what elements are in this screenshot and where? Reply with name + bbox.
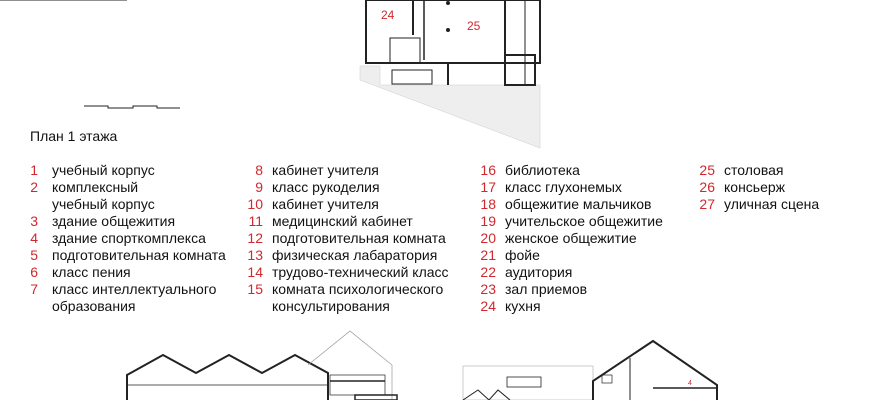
legend-label: трудово-технический класс bbox=[272, 264, 449, 280]
scale-bar bbox=[84, 105, 180, 109]
legend-number: 10 bbox=[247, 196, 263, 212]
legend-label: кабинет учителя bbox=[272, 162, 379, 178]
room-label-25: 25 bbox=[467, 19, 481, 33]
legend-item: 26 консьерж bbox=[694, 179, 819, 196]
legend-item: 2 комплексный учебный корпус bbox=[22, 179, 226, 213]
legend-number: 6 bbox=[30, 264, 38, 280]
legend-label: здание общежития bbox=[52, 213, 176, 229]
legend-label: подготовительная комната bbox=[272, 230, 446, 246]
legend-label: столовая bbox=[724, 162, 784, 178]
legend-number: 18 bbox=[480, 196, 496, 212]
legend-number: 23 bbox=[480, 281, 496, 297]
legend-label: класс рукоделия bbox=[272, 179, 380, 195]
legend-label: медицинский кабинет bbox=[272, 213, 413, 229]
legend-item: 7 класс интеллектуального образования bbox=[22, 281, 226, 315]
legend-number: 8 bbox=[255, 162, 263, 178]
legend-label: здание спорткомплекса bbox=[52, 230, 206, 246]
legend-item: 21 фойе bbox=[475, 247, 663, 264]
legend-item: 13 физическая лабаратория bbox=[240, 247, 449, 264]
legend-label: фойе bbox=[505, 247, 540, 263]
legend-number: 3 bbox=[30, 213, 38, 229]
legend-number: 14 bbox=[247, 264, 263, 280]
legend-item: 4 здание спорткомплекса bbox=[22, 230, 226, 247]
legend-number: 7 bbox=[30, 281, 38, 297]
legend-column-1: 1 учебный корпус 2 комплексный учебный корп… bbox=[22, 162, 226, 315]
legend-label: комната психологического консультировани… bbox=[272, 281, 444, 314]
plan-title: План 1 этажа bbox=[30, 128, 118, 144]
legend-number: 16 bbox=[480, 162, 496, 178]
legend-item: 8 кабинет учителя bbox=[240, 162, 449, 179]
legend-number: 12 bbox=[247, 230, 263, 246]
legend-column-3: 16 библиотека 17 класс глухонемых 18 общежити… bbox=[475, 162, 663, 315]
legend-item: 1 учебный корпус bbox=[22, 162, 226, 179]
legend-label: кабинет учителя bbox=[272, 196, 379, 212]
legend-item: 25 столовая bbox=[694, 162, 819, 179]
legend-number: 19 bbox=[480, 213, 496, 229]
legend-item: 15 комната психологического консультирова… bbox=[240, 281, 449, 315]
legend-item: 6 класс пения bbox=[22, 264, 226, 281]
legend-item: 3 здание общежития bbox=[22, 213, 226, 230]
legend-label: консьерж bbox=[724, 179, 786, 195]
legend-item: 19 учительское общежитие bbox=[475, 213, 663, 230]
legend-item: 22 аудитория bbox=[475, 264, 663, 281]
legend-label: женское общежитие bbox=[505, 230, 637, 246]
legend-number: 17 bbox=[480, 179, 496, 195]
legend-label: класс пения bbox=[52, 264, 131, 280]
section-drawing-left bbox=[0, 0, 398, 400]
legend-item: 11 медицинский кабинет bbox=[240, 213, 449, 230]
legend-number: 4 bbox=[30, 230, 38, 246]
legend-number: 5 bbox=[30, 247, 38, 263]
legend-item: 27 уличная сцена bbox=[694, 196, 819, 213]
legend-label: библиотека bbox=[505, 162, 580, 178]
legend-label: подготовительная комната bbox=[52, 247, 226, 263]
legend-label: кухня bbox=[505, 298, 541, 314]
legend-label: зал приемов bbox=[505, 281, 588, 297]
legend-item: 17 класс глухонемых bbox=[475, 179, 663, 196]
legend-label: общежитие мальчиков bbox=[505, 196, 652, 212]
legend-number: 21 bbox=[480, 247, 496, 263]
legend-item: 12 подготовительная комната bbox=[240, 230, 449, 247]
legend-number: 24 bbox=[480, 298, 496, 314]
legend-label: аудитория bbox=[505, 264, 573, 280]
legend-number: 11 bbox=[248, 213, 263, 229]
legend-label: учительское общежитие bbox=[505, 213, 663, 229]
legend-item: 10 кабинет учителя bbox=[240, 196, 449, 213]
floor-plan-drawing: 24 25 bbox=[359, 0, 541, 149]
legend-number: 20 bbox=[480, 230, 496, 246]
legend-item: 5 подготовительная комната bbox=[22, 247, 226, 264]
legend-number: 1 bbox=[30, 162, 38, 178]
section-drawing-right: 4 bbox=[462, 339, 718, 400]
legend-label: класс глухонемых bbox=[505, 179, 622, 195]
legend-label: класс интеллектуального образования bbox=[52, 281, 217, 314]
legend-number: 27 bbox=[699, 196, 715, 212]
legend-item: 16 библиотека bbox=[475, 162, 663, 179]
legend-number: 2 bbox=[30, 179, 38, 195]
legend-item: 9 класс рукоделия bbox=[240, 179, 449, 196]
legend-label: учебный корпус bbox=[52, 162, 155, 178]
legend-item: 23 зал приемов bbox=[475, 281, 663, 298]
room-label-24: 24 bbox=[381, 8, 395, 22]
legend-label: физическая лабаратория bbox=[272, 247, 438, 263]
section-label-4: 4 bbox=[688, 380, 692, 387]
legend-item: 18 общежитие мальчиков bbox=[475, 196, 663, 213]
legend-label: комплексный учебный корпус bbox=[52, 179, 155, 212]
legend-number: 15 bbox=[247, 281, 263, 297]
legend-number: 9 bbox=[255, 179, 263, 195]
legend-item: 24 кухня bbox=[475, 298, 663, 315]
legend-number: 22 bbox=[480, 264, 496, 280]
legend-label: уличная сцена bbox=[724, 196, 820, 212]
legend-column-2: 8 кабинет учителя 9 класс рукоделия 10 кабине… bbox=[240, 162, 449, 315]
legend-number: 26 bbox=[699, 179, 715, 195]
legend-number: 13 bbox=[247, 247, 263, 263]
legend-number: 25 bbox=[699, 162, 715, 178]
legend-item: 14 трудово-технический класс bbox=[240, 264, 449, 281]
legend-item: 20 женское общежитие bbox=[475, 230, 663, 247]
legend-column-4: 25 столовая 26 консьерж 27 уличная сцена bbox=[694, 162, 819, 213]
